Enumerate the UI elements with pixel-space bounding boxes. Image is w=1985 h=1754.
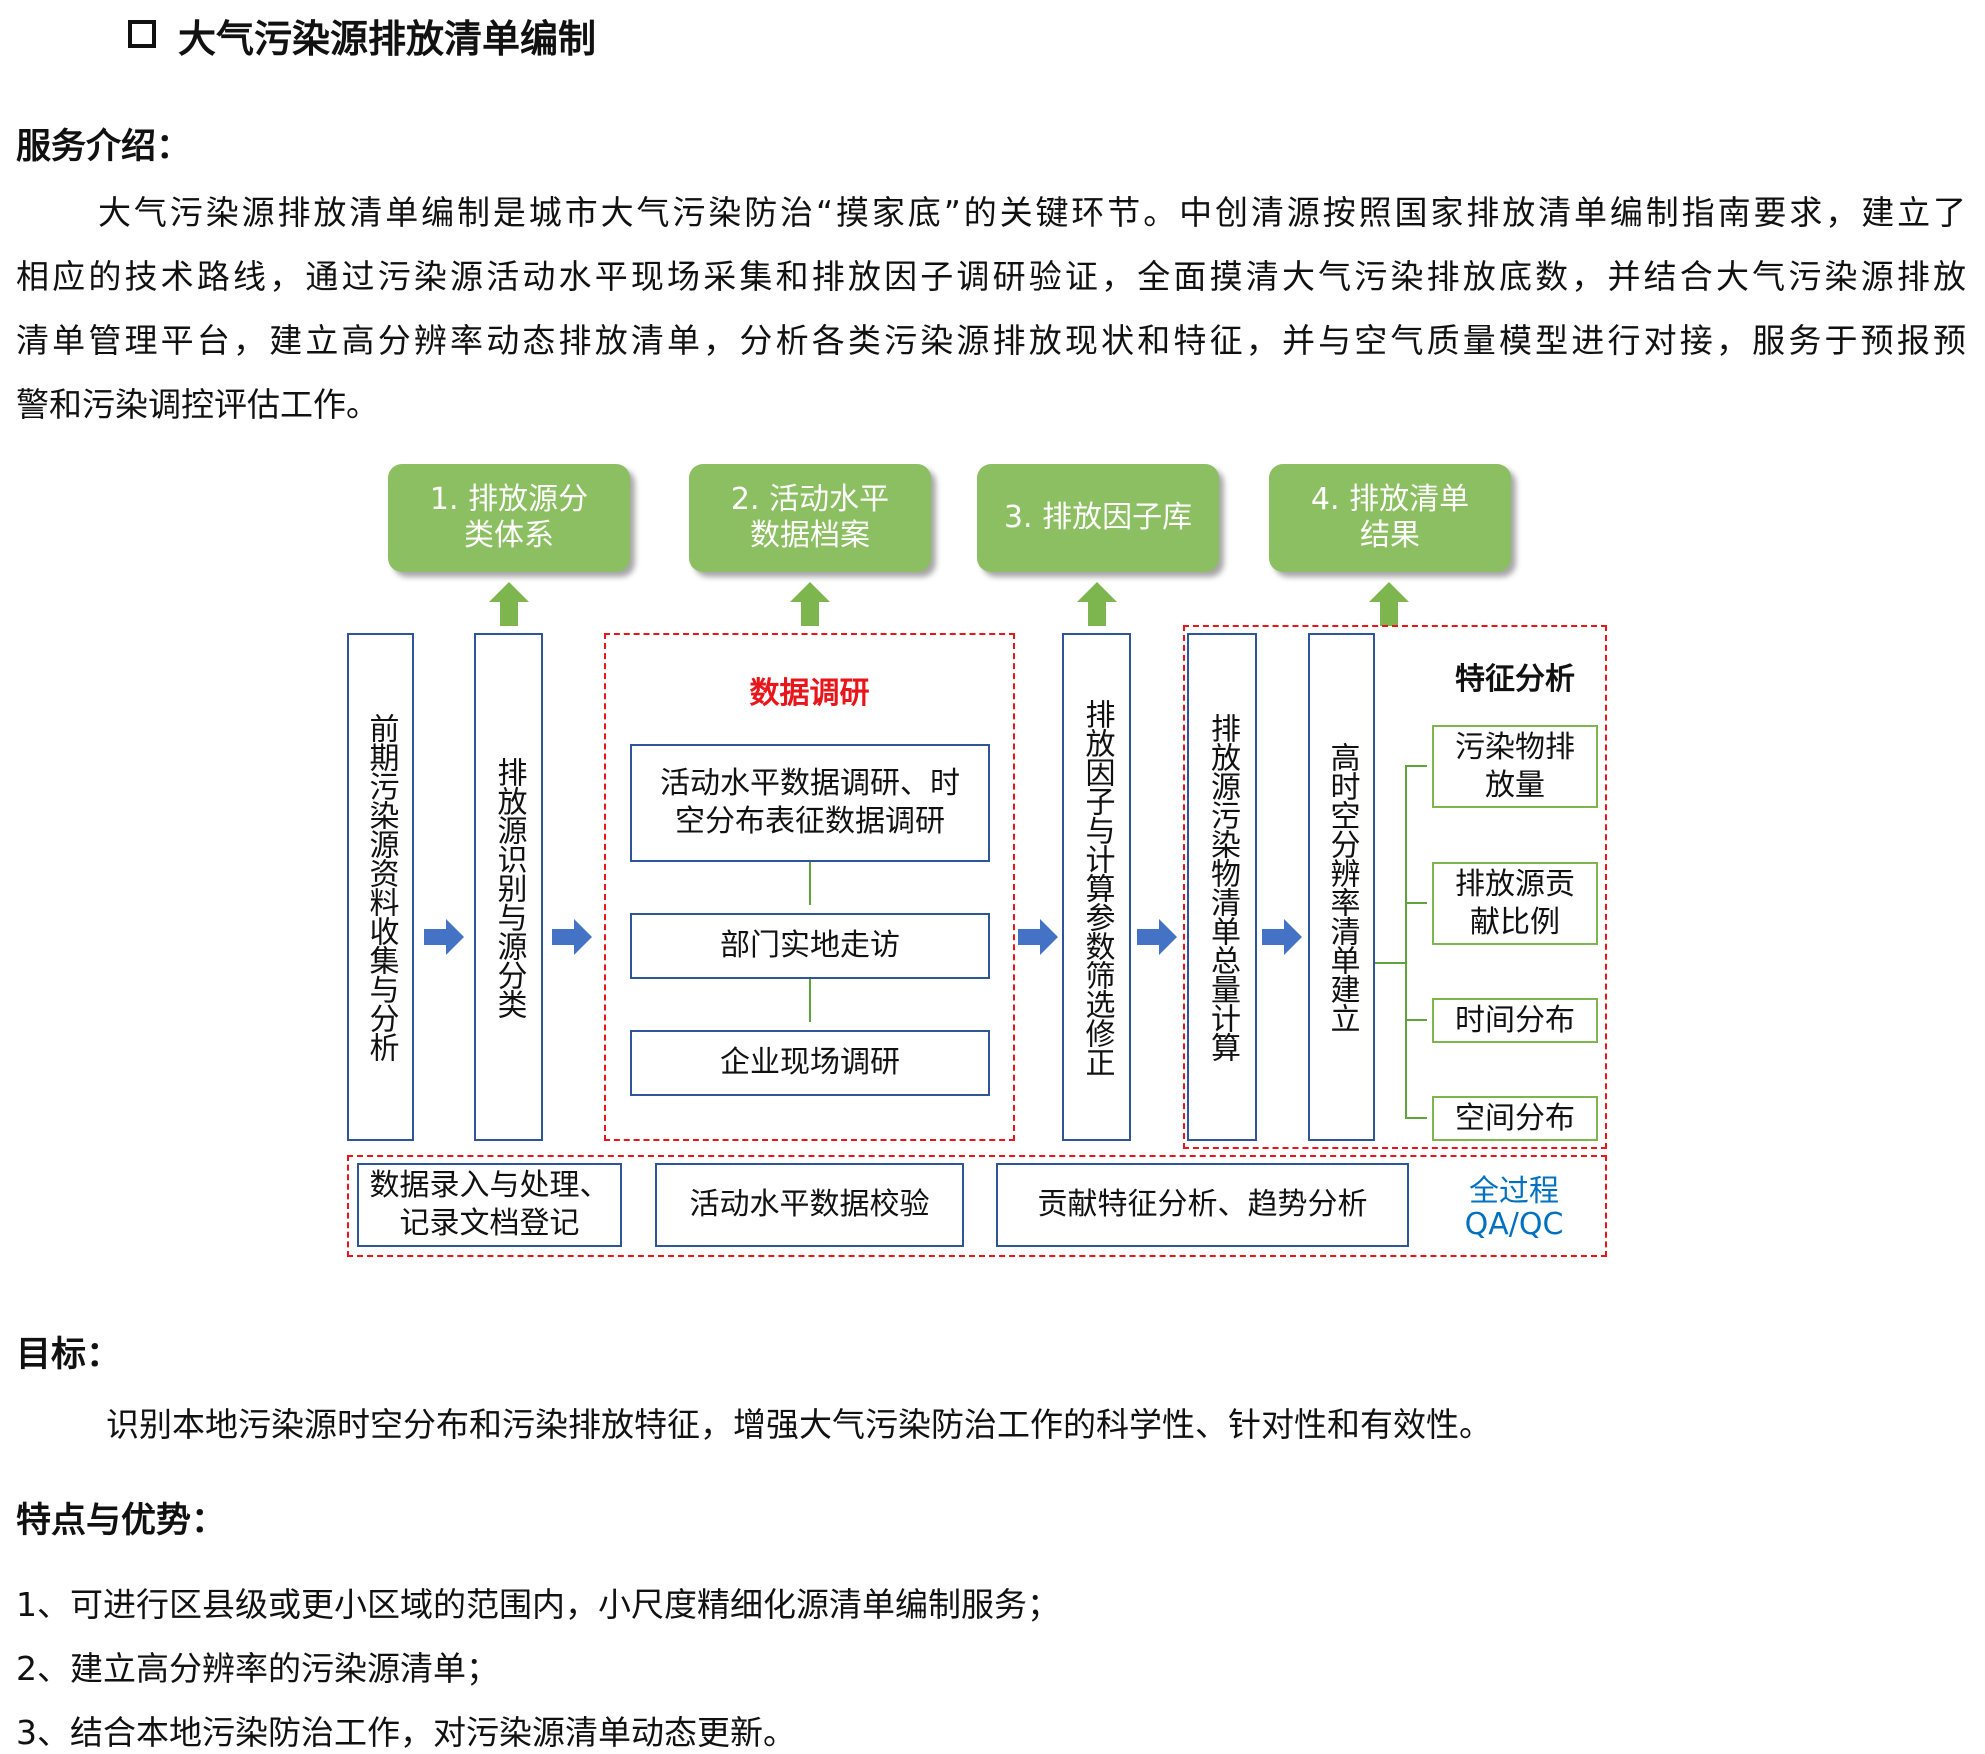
survey-title: 数据调研 [749,676,870,711]
up-arrow-icon [790,582,830,626]
output-box: 4. 排放清单结果 [1269,464,1511,572]
step-label: 排放源污染物清单总量计算 [1205,713,1240,1061]
up-arrow-icon [489,582,529,626]
connector-line [1405,902,1427,904]
right-arrow-icon [552,919,592,955]
intro-line: 警和污染调控评估工作。 [16,385,379,424]
goal-text: 识别本地污染源时空分布和污染排放特征，增强大气污染防治工作的科学性、针对性和有效… [106,1405,1492,1444]
connector-line [1405,1117,1427,1119]
step-box: 高时空分辨率清单建立 [1308,633,1375,1141]
feature-list-item: 1、可进行区县级或更小区域的范围内，小尺度精细化源清单编制服务； [16,1585,1060,1624]
feature-item: 排放源贡献比例 [1432,862,1598,945]
right-arrow-icon [1137,919,1177,955]
qa-label: QA/QC [1464,1207,1564,1242]
intro-line: 相应的技术路线，通过污染源活动水平现场采集和排放因子调研验证，全面摸清大气污染排… [16,257,1966,296]
survey-item: 部门实地走访 [630,913,990,979]
output-box: 2. 活动水平数据档案 [689,464,931,572]
connector-line [1405,765,1427,767]
connector-line [1405,1019,1427,1021]
step-box: 前期污染源资料收集与分析 [347,633,414,1141]
qa-group [347,1155,1607,1257]
survey-item: 企业现场调研 [630,1030,990,1096]
connector-line [809,979,811,1022]
feature-item: 时间分布 [1432,998,1598,1043]
survey-item: 活动水平数据调研、时空分布表征数据调研 [630,744,990,862]
intro-line: 清单管理平台，建立高分辨率动态排放清单，分析各类污染源排放现状和特征，并与空气质… [16,321,1966,360]
right-arrow-icon [1018,919,1058,955]
connector-line [809,862,811,905]
feature-list-item: 2、建立高分辨率的污染源清单； [16,1649,499,1688]
qa-item: 贡献特征分析、趋势分析 [996,1163,1409,1247]
qa-item: 活动水平数据校验 [655,1163,964,1247]
step-label: 排放因子与计算参数筛选修正 [1079,698,1115,1076]
feature-group [1183,625,1607,1149]
output-box: 1. 排放源分类体系 [388,464,630,572]
step-box: 排放源识别与源分类 [474,633,543,1141]
step-box: 排放源污染物清单总量计算 [1187,633,1257,1141]
output-box: 3. 排放因子库 [977,464,1219,572]
up-arrow-icon [1369,582,1409,626]
intro-line: 大气污染源排放清单编制是城市大气污染防治“摸家底”的关键环节。中创清源按照国家排… [98,193,1966,232]
features-heading: 特点与优势： [16,1501,227,1541]
feature-list-item: 3、结合本地污染防治工作，对污染源清单动态更新。 [16,1713,796,1752]
connector-line [1405,765,1407,1119]
goal-heading: 目标： [16,1335,122,1375]
step-label: 前期污染源资料收集与分析 [363,713,399,1061]
page-title: 大气污染源排放清单编制 [178,17,597,61]
qa-item: 数据录入与处理、记录文档登记 [357,1163,622,1247]
survey-group [604,633,1015,1141]
feature-item: 污染物排放量 [1432,725,1598,808]
step-label: 高时空分辨率清单建立 [1324,742,1360,1032]
up-arrow-icon [1077,582,1117,626]
qa-label: 全过程 [1469,1174,1559,1209]
step-label: 排放源识别与源分类 [491,756,527,1018]
step-box: 排放因子与计算参数筛选修正 [1062,633,1131,1141]
right-arrow-icon [1262,919,1302,955]
right-arrow-icon [424,919,464,955]
title-bullet-icon [128,20,156,48]
connector-line [1375,962,1406,964]
feature-item: 空间分布 [1432,1096,1598,1141]
feature-title: 特征分析 [1455,662,1575,697]
intro-heading: 服务介绍： [16,127,192,167]
